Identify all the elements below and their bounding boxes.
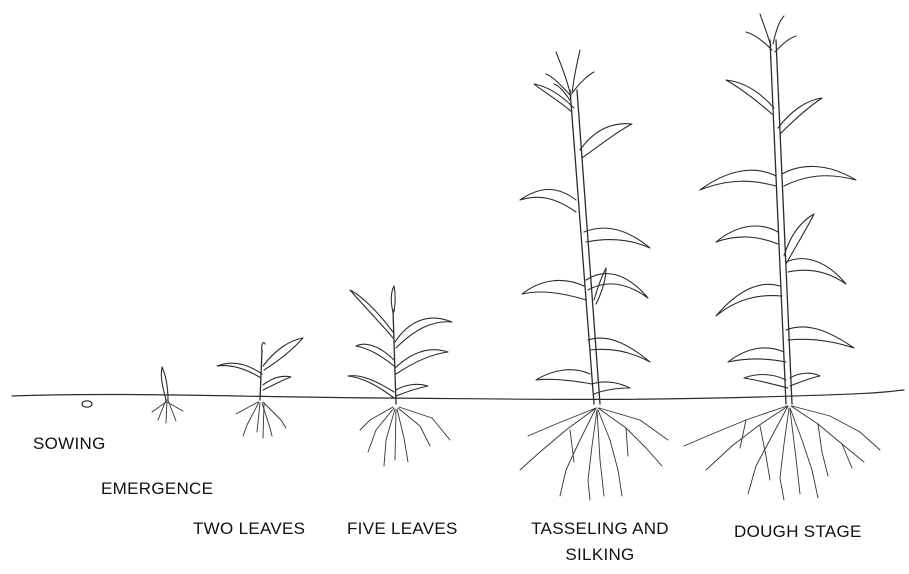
label-sowing: SOWING	[33, 434, 106, 454]
tasseling-plant-illustration	[520, 50, 668, 500]
label-emergence: EMERGENCE	[101, 479, 213, 499]
label-two-leaves: TWO LEAVES	[193, 519, 305, 539]
seed-illustration	[82, 401, 92, 407]
dough-stage-plant-illustration	[684, 14, 880, 500]
label-tasseling-line2: SILKING	[531, 542, 669, 568]
five-leaves-plant-illustration	[348, 286, 452, 466]
two-leaves-plant-illustration	[217, 338, 303, 438]
label-five-leaves: FIVE LEAVES	[347, 519, 458, 539]
label-dough-stage: DOUGH STAGE	[734, 522, 862, 542]
label-tasseling-line1: TASSELING AND	[531, 516, 669, 542]
label-tasseling-and-silking: TASSELING AND SILKING	[531, 516, 669, 568]
ground-line	[12, 390, 904, 399]
